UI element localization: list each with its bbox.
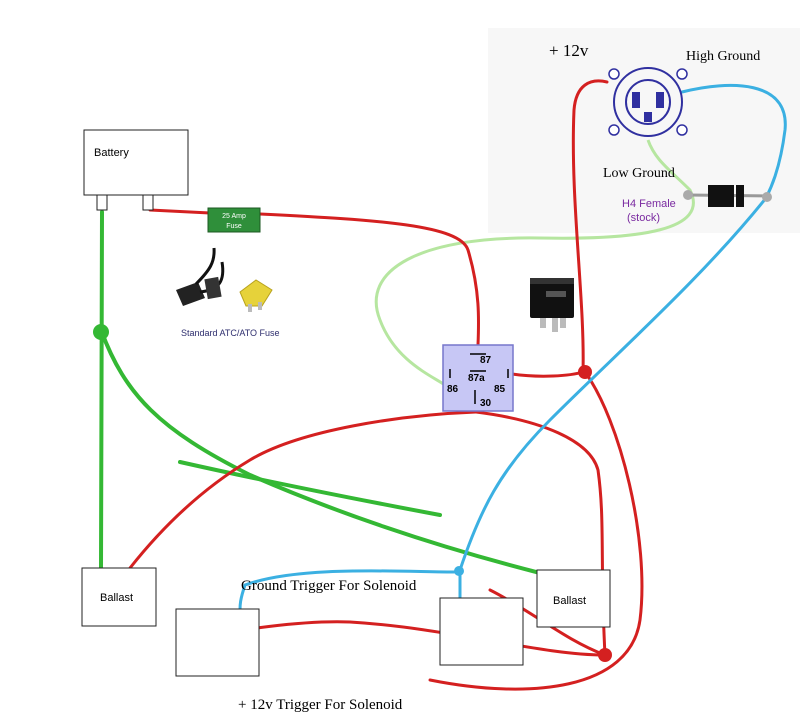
high-ground-label: High Ground	[686, 49, 760, 64]
blue-wire-diagonal	[458, 196, 768, 572]
green-wire-cross	[178, 460, 442, 517]
solenoid-right-box	[439, 597, 524, 666]
stock-label: (stock)	[627, 212, 660, 224]
battery-negative-terminal	[96, 194, 108, 211]
blue-splice-dot	[454, 566, 464, 576]
red-wire-12v-down	[428, 370, 644, 691]
light-green-wire	[374, 139, 695, 387]
ballast-left-label: Ballast	[100, 592, 133, 604]
h4-connector	[608, 67, 688, 137]
relay-30-label: 30	[480, 398, 492, 409]
plus-12v-label: + 12v	[549, 41, 589, 60]
battery-label: Battery	[94, 147, 129, 159]
battery-positive-terminal	[142, 194, 154, 211]
blue-wire-high-ground	[680, 83, 787, 200]
h4-photo-background	[488, 28, 800, 233]
low-ground-label: Low Ground	[603, 166, 675, 181]
battery-box	[83, 129, 189, 196]
solenoid-left-box	[175, 608, 260, 677]
green-ground-wires	[99, 210, 542, 575]
ballast-right-box	[536, 569, 611, 628]
red-splice-dot-upper	[578, 365, 592, 379]
green-wire-to-left-ballast	[99, 210, 104, 570]
fuse-body	[207, 207, 261, 233]
relay: 87 87a 86 85 30	[442, 344, 514, 412]
relay-87a-label: 87a	[468, 373, 485, 384]
green-splice-dot	[93, 324, 109, 340]
inline-connector	[683, 185, 772, 207]
ballast-left-box	[81, 567, 157, 627]
relay-85-label: 85	[494, 384, 506, 395]
h4-female-label: H4 Female	[622, 198, 676, 210]
relay-body	[442, 344, 514, 412]
relay-87-label: 87	[480, 355, 492, 366]
plus12v-trigger-label: + 12v Trigger For Solenoid	[238, 697, 403, 713]
fuse-holder-photo	[176, 247, 273, 312]
relay-photo	[530, 278, 574, 332]
fuse-label-line1: 25 Amp	[222, 213, 246, 220]
ground-trigger-label: Ground Trigger For Solenoid	[241, 578, 417, 594]
blue-ground-wires	[238, 83, 787, 612]
red-wire-relay-to-12v	[510, 79, 609, 378]
fuse-label-line2: Fuse	[226, 223, 242, 230]
fuse-caption: Standard ATC/ATO Fuse	[181, 328, 280, 338]
red-splice-dot-lower	[598, 648, 612, 662]
red-wire-battery-to-fuse	[148, 208, 212, 215]
relay-86-label: 86	[447, 384, 459, 395]
red-wire-fuse-to-relay	[258, 212, 481, 347]
ballast-right-label: Ballast	[553, 595, 586, 607]
red-wire-30-to-left-ballast	[128, 410, 478, 570]
